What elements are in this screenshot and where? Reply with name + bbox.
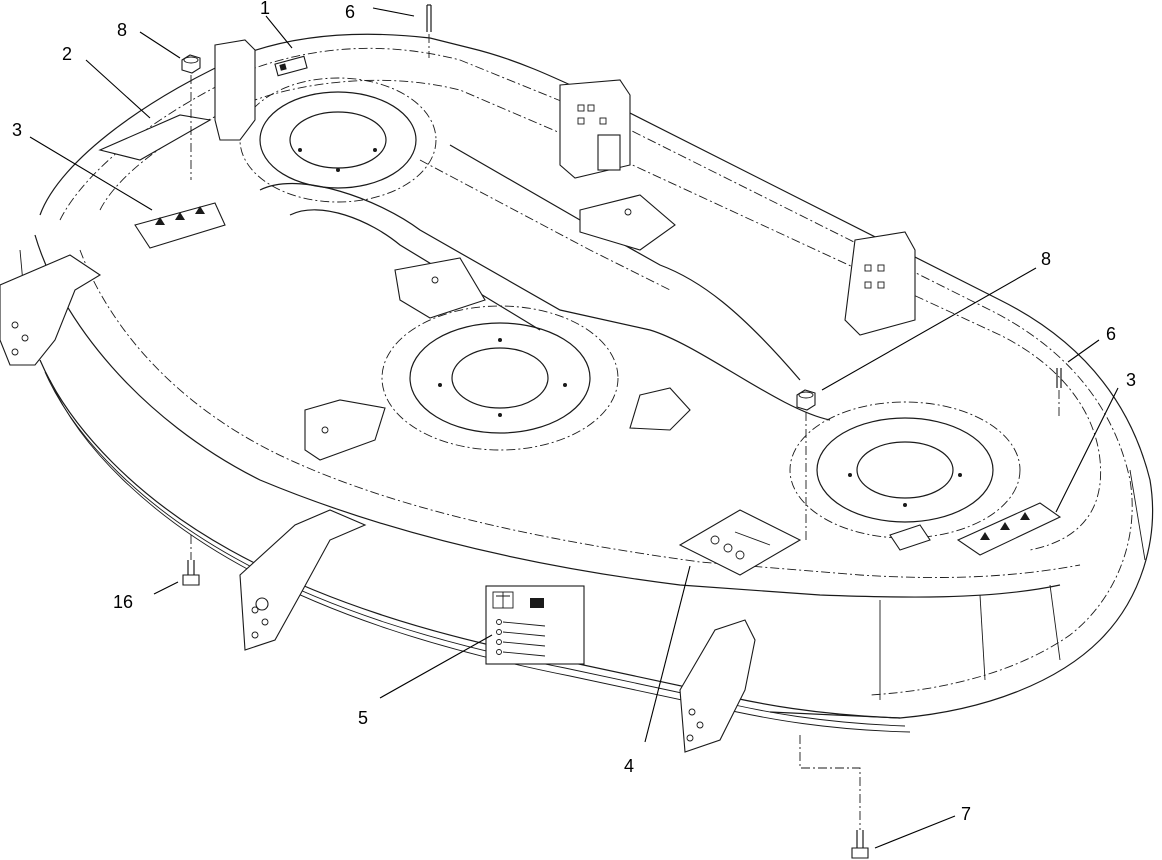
leader-5 xyxy=(379,634,493,699)
callout-7: 7 xyxy=(961,804,971,824)
callout-8-right: 8 xyxy=(1041,249,1051,269)
callout-6-top: 6 xyxy=(345,2,355,22)
callout-labels: 1 2 3 3 4 5 6 6 7 8 8 16 xyxy=(12,0,1136,824)
leader-1 xyxy=(265,15,293,49)
callout-6-right: 6 xyxy=(1106,324,1116,344)
leader-4 xyxy=(644,565,691,743)
pin-top xyxy=(426,4,432,58)
decal-small-right xyxy=(889,524,931,551)
discharge-chute-mount xyxy=(98,39,256,161)
nut-top xyxy=(181,54,201,180)
decal-warning-right xyxy=(956,502,1062,556)
callout-2: 2 xyxy=(62,44,72,64)
leader-6b xyxy=(1067,339,1100,363)
leader-7 xyxy=(874,815,956,849)
leader-6a xyxy=(372,7,415,17)
spindle-left xyxy=(239,77,437,203)
callout-5: 5 xyxy=(358,708,368,728)
center-bracket-middle xyxy=(394,257,486,319)
leader-lines xyxy=(29,7,1119,849)
callout-1: 1 xyxy=(260,0,270,18)
rear-bracket-right xyxy=(844,231,916,336)
leader-3b xyxy=(1055,387,1119,513)
callout-3-right: 3 xyxy=(1126,370,1136,390)
left-front-bracket xyxy=(0,254,102,366)
callout-4: 4 xyxy=(624,756,634,776)
decal-height-chart xyxy=(678,509,802,576)
leader-8b xyxy=(821,267,1037,391)
bolt-bottom xyxy=(799,735,869,859)
front-hanger-left xyxy=(239,509,367,651)
center-bracket-upper xyxy=(579,194,676,251)
decal-warning-left xyxy=(134,202,226,249)
leader-3a xyxy=(29,136,153,211)
leader-2 xyxy=(85,59,151,119)
leader-8a xyxy=(139,31,181,59)
decal-top-small xyxy=(274,55,308,77)
callout-16: 16 xyxy=(113,592,133,612)
belt-channel xyxy=(259,144,831,421)
pin-right xyxy=(1056,368,1062,418)
spindle-right xyxy=(789,401,1021,539)
front-hanger-right xyxy=(679,619,756,753)
decal-instruction xyxy=(485,585,585,665)
nut-center xyxy=(796,389,816,540)
callout-3-left: 3 xyxy=(12,120,22,140)
bolt-left xyxy=(182,535,200,586)
spindle-center xyxy=(381,305,619,451)
left-mid-bracket xyxy=(304,399,386,461)
callout-8-top: 8 xyxy=(117,20,127,40)
leader-16 xyxy=(153,581,179,595)
center-bracket-lower xyxy=(629,387,691,431)
rear-bracket-top xyxy=(559,79,631,179)
